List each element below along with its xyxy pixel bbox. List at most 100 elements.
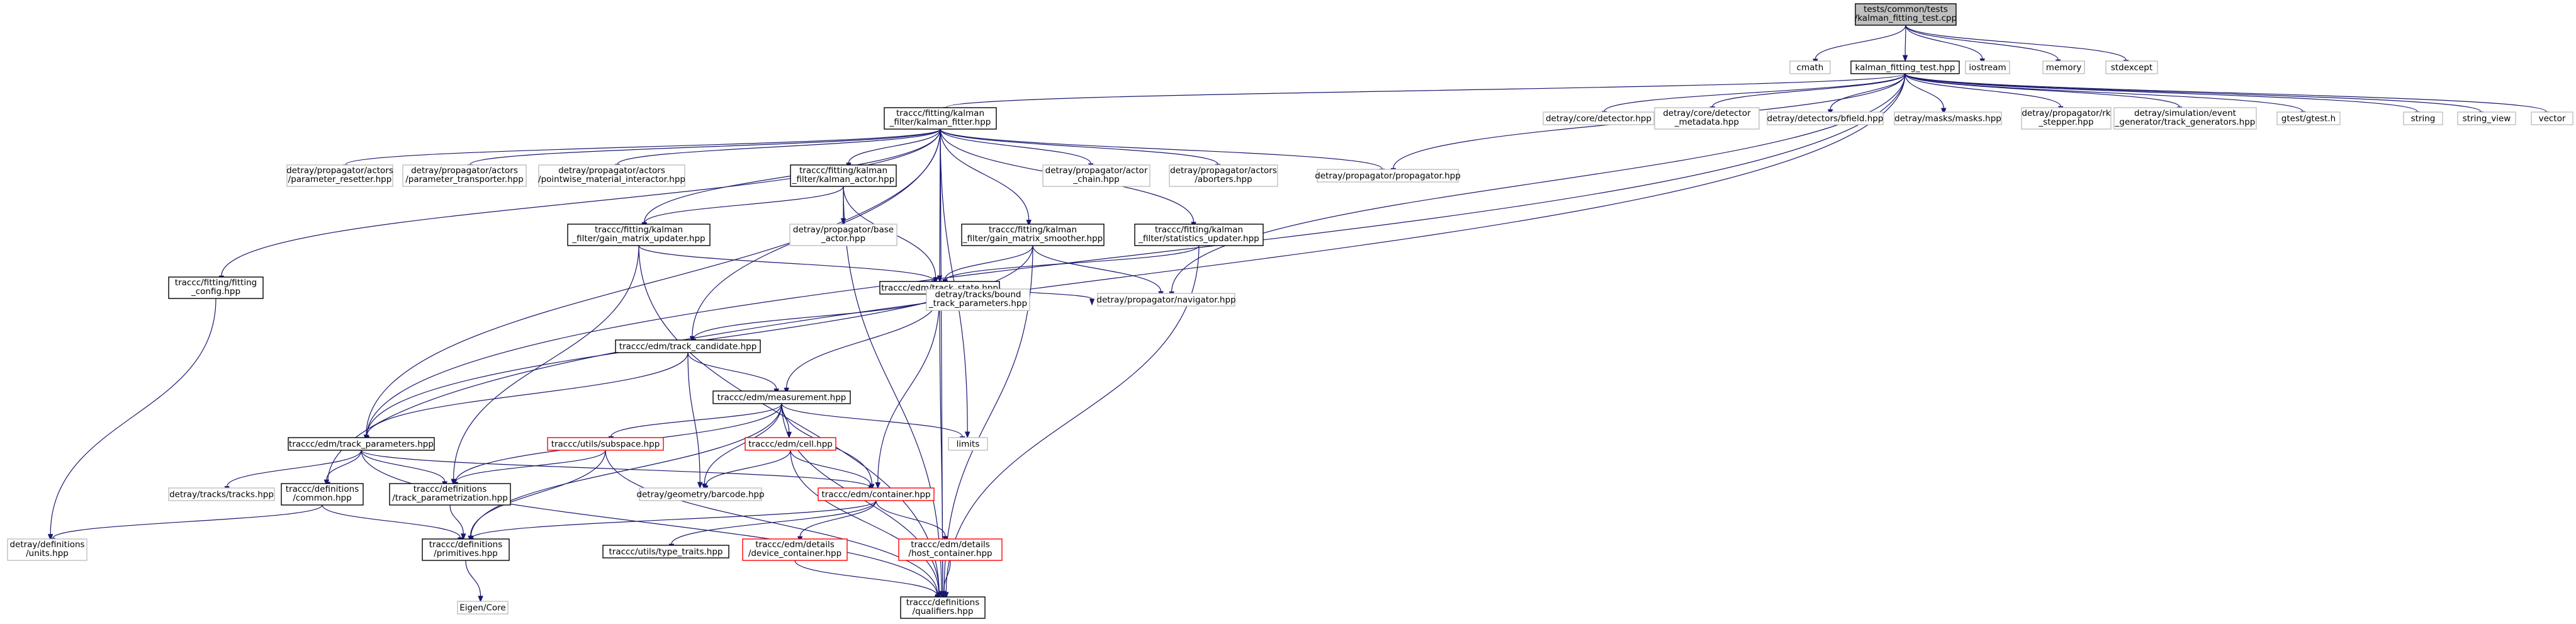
node-label: detray/propagator/actors (411, 166, 518, 176)
edge-line (322, 504, 461, 538)
edge-line (781, 403, 963, 437)
node-root[interactable]: tests/common/tests/kalman_fitting_test.c… (1855, 3, 1957, 26)
edge-subspace-to-qualifiers (605, 450, 940, 601)
edge-line (50, 298, 217, 535)
edge-line (366, 73, 1906, 436)
edge-line (327, 73, 1906, 482)
node-subspace[interactable]: traccc/utils/subspace.hpp (547, 437, 664, 451)
node-label: tests/common/tests (1864, 4, 1948, 14)
node-vector[interactable]: vector (2531, 111, 2573, 125)
node-detector-metadata[interactable]: detray/core/detector_metadata.hpp (1654, 107, 1760, 130)
node-rk-stepper[interactable]: detray/propagator/rk_stepper.hpp (2021, 107, 2112, 130)
node-iostream[interactable]: iostream (1965, 60, 2010, 74)
node-box (389, 483, 511, 506)
edge-line (687, 352, 777, 389)
node-measurement[interactable]: traccc/edm/measurement.hpp (712, 390, 851, 404)
node-gain-smoother[interactable]: traccc/fitting/kalman_filter/gain_matrix… (961, 224, 1105, 246)
node-bound-params[interactable]: detray/tracks/bound_track_parameters.hpp (926, 288, 1030, 311)
node-kft-hpp[interactable]: kalman_fitting_test.hpp (1850, 60, 1960, 74)
edge-arrowhead (1089, 298, 1095, 306)
node-label: /primitives.hpp (434, 548, 498, 559)
edge-line (671, 500, 877, 545)
node-string-view[interactable]: string_view (2457, 111, 2516, 125)
node-box (1789, 60, 1831, 74)
node-actor-chain[interactable]: detray/propagator/actor_chain.hpp (1042, 164, 1150, 187)
node-eigen-core[interactable]: Eigen/Core (457, 601, 509, 615)
node-cell[interactable]: traccc/edm/cell.hpp (745, 437, 836, 451)
node-box (639, 487, 762, 501)
node-label: /units.hpp (26, 548, 69, 559)
edge-line (877, 293, 940, 483)
node-label: detray/propagator/navigator.hpp (1096, 295, 1235, 305)
edge-arrowhead (1902, 55, 1908, 62)
node-track-generators[interactable]: detray/simulation/event_generator/track_… (2113, 107, 2257, 130)
edge-kalman-fitter-to-gain-smoother (940, 128, 1032, 227)
edge-line (449, 504, 464, 534)
node-label: traccc/fitting/kalman (595, 225, 683, 235)
node-param-resetter[interactable]: detray/propagator/actors/parameter_reset… (286, 164, 393, 187)
node-label: traccc/fitting/kalman (989, 225, 1077, 235)
node-bfield[interactable]: detray/detectors/bfield.hpp (1767, 111, 1884, 125)
node-gain-updater[interactable]: traccc/fitting/kalman_filter/gain_matrix… (567, 224, 711, 246)
node-param-transporter[interactable]: detray/propagator/actors/parameter_trans… (402, 164, 527, 187)
node-label: detray/propagator/actor (1045, 166, 1148, 176)
node-qualifiers[interactable]: traccc/definitions/qualifiers.hpp (900, 596, 986, 619)
node-type-traits[interactable]: traccc/utils/type_traits.hpp (602, 545, 729, 559)
edge-line (1905, 25, 1983, 59)
node-label: Eigen/Core (459, 603, 506, 613)
node-track-candidate[interactable]: traccc/edm/track_candidate.hpp (615, 339, 761, 353)
edge-gain-smoother-to-track-state (942, 245, 1033, 286)
node-fitting-config[interactable]: traccc/fitting/fitting_config.hpp (168, 276, 264, 299)
edge-track-parameters-to-qualifiers (361, 450, 940, 603)
node-track-parameters[interactable]: traccc/edm/track_parameters.hpp (288, 437, 435, 451)
node-box (2403, 111, 2443, 125)
node-box (1097, 293, 1235, 307)
node-label: detray/propagator/base (793, 225, 894, 235)
node-label: kalman_fitting_test.hpp (1855, 63, 1955, 73)
edge-line (1032, 245, 1162, 292)
node-kalman-fitter[interactable]: traccc/fitting/kalman_filter/kalman_fitt… (884, 107, 997, 130)
node-navigator[interactable]: detray/propagator/navigator.hpp (1096, 293, 1236, 307)
node-label: memory (2046, 63, 2081, 73)
node-memory[interactable]: memory (2042, 60, 2085, 74)
edge-line (799, 500, 877, 537)
node-limits[interactable]: limits (948, 437, 988, 451)
node-base-actor[interactable]: detray/propagator/base_actor.hpp (789, 224, 897, 246)
node-units[interactable]: detray/definitions/units.hpp (7, 538, 87, 561)
node-label: detray/core/detector (1663, 108, 1751, 118)
node-box (1855, 3, 1957, 26)
edge-line (465, 560, 481, 596)
node-stdexcept[interactable]: stdexcept (2105, 60, 2158, 74)
node-tracks[interactable]: detray/tracks/tracks.hpp (168, 487, 275, 501)
node-host-container[interactable]: traccc/edm/details/host_container.hpp (898, 538, 1003, 561)
node-def-common[interactable]: traccc/definitions/common.hpp (281, 483, 364, 506)
node-pointwise[interactable]: detray/propagator/actors/pointwise_mater… (538, 164, 685, 187)
node-label: _metadata.hpp (1674, 117, 1739, 127)
node-container[interactable]: traccc/edm/container.hpp (818, 487, 935, 501)
node-aborters[interactable]: detray/propagator/actors/aborters.hpp (1169, 164, 1278, 187)
edge-line (940, 128, 943, 592)
node-label: traccc/edm/measurement.hpp (717, 393, 846, 403)
node-gtest[interactable]: gtest/gtest.h (2276, 111, 2341, 125)
node-masks[interactable]: detray/masks/masks.hpp (1894, 111, 2002, 125)
node-box (1042, 164, 1150, 187)
node-primitives[interactable]: traccc/definitions/primitives.hpp (422, 538, 510, 561)
edge-line (617, 128, 941, 165)
node-box (818, 487, 935, 501)
edge-line (455, 450, 606, 483)
node-stats-updater[interactable]: traccc/fitting/kalman_filter/statistics_… (1134, 224, 1264, 246)
node-track-param[interactable]: traccc/definitions/track_parametrization… (389, 483, 511, 506)
edge-line (1904, 73, 1944, 109)
node-kalman-actor[interactable]: traccc/fitting/kalman_filter/kalman_acto… (790, 164, 897, 187)
node-cmath[interactable]: cmath (1789, 60, 1831, 74)
node-box (457, 601, 509, 615)
node-box (2042, 60, 2085, 74)
node-box (2113, 107, 2257, 130)
edge-line (638, 245, 940, 593)
node-propagator[interactable]: detray/propagator/propagator.hpp (1315, 169, 1461, 183)
node-device-container[interactable]: traccc/edm/details/device_container.hpp (742, 538, 848, 561)
node-string[interactable]: string (2403, 111, 2443, 125)
node-core-detector[interactable]: detray/core/detector.hpp (1543, 111, 1655, 125)
node-barcode[interactable]: detray/geometry/barcode.hpp (636, 487, 765, 501)
